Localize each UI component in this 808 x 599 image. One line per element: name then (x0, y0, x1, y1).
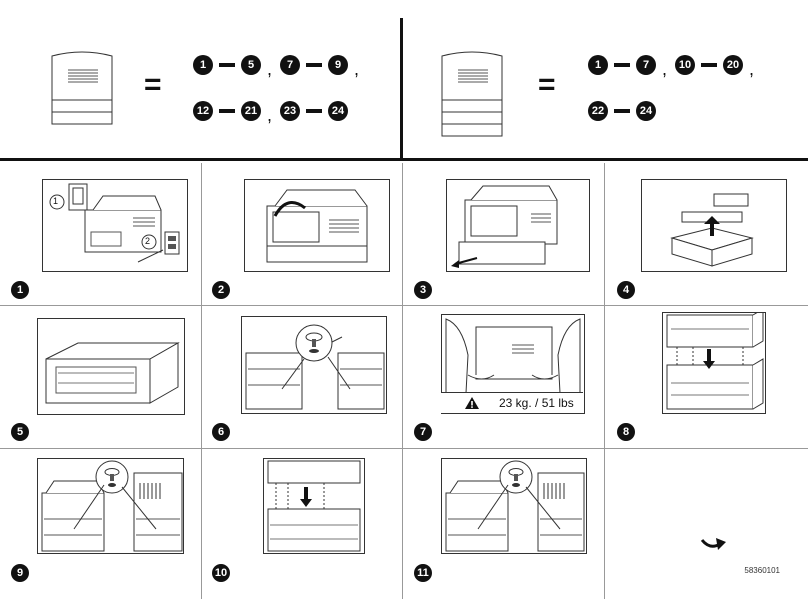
step-number: 21 (241, 101, 261, 121)
step-number-badge: 10 (212, 564, 230, 582)
step-number: 7 (280, 55, 301, 75)
equals-sign-left: = (144, 68, 162, 101)
separator: , (749, 59, 755, 79)
step-number: 24 (328, 101, 349, 121)
step-number-badge: 3 (414, 281, 432, 299)
header-divider (0, 158, 808, 161)
step-number-badge: 1 (11, 281, 29, 299)
step11-illustration (441, 458, 587, 554)
step-number-badge: 2 (212, 281, 230, 299)
step-number: 1 (193, 55, 213, 75)
step-number: 23 (280, 101, 301, 121)
separator: , (267, 105, 273, 125)
step-number-badge: 8 (617, 423, 635, 441)
document-code: 58360101 (744, 566, 780, 575)
range-dash (614, 109, 630, 113)
step-range-left-line1: 1 5 , 7 9 , (193, 55, 367, 79)
step2-illustration (244, 179, 390, 272)
step10-illustration (263, 458, 365, 554)
range-dash (306, 109, 323, 113)
range-dash (701, 63, 718, 67)
equals-sign-right: = (538, 68, 556, 101)
separator: , (267, 59, 273, 79)
separator: , (354, 59, 360, 79)
separator: , (662, 59, 668, 79)
step-number: 10 (675, 55, 696, 75)
grid-divider (604, 163, 605, 599)
range-dash (219, 109, 235, 113)
step-number-badge: 7 (414, 423, 432, 441)
step-number-badge: 9 (11, 564, 29, 582)
callout-1: 1 (53, 196, 59, 206)
grid-divider (0, 448, 808, 449)
step-number: 9 (328, 55, 349, 75)
step-number-badge: 5 (11, 423, 29, 441)
step-number: 22 (588, 101, 608, 121)
step-number-badge: 6 (212, 423, 230, 441)
step-number: 12 (193, 101, 213, 121)
step-number: 24 (636, 101, 656, 121)
step8-illustration (662, 312, 766, 414)
step6-illustration (241, 316, 387, 414)
step-number-badge: 11 (414, 564, 432, 582)
step-range-left-line2: 12 21 , 23 24 (193, 101, 349, 125)
range-dash (219, 63, 235, 67)
step9-illustration (37, 458, 184, 554)
step-range-right-line1: 1 7 , 10 20 , (588, 55, 762, 79)
header-center-divider (400, 18, 403, 160)
warning-triangle-icon (465, 397, 479, 409)
step3-illustration (446, 179, 590, 272)
grid-divider (0, 305, 808, 306)
step5-illustration (37, 318, 185, 415)
weight-text: 23 kg. / 51 lbs (499, 396, 574, 410)
callout-2: 2 (145, 236, 151, 246)
step4-illustration (641, 179, 787, 272)
grid-divider (402, 163, 403, 599)
step-number: 1 (588, 55, 608, 75)
step-range-right-line2: 22 24 (588, 101, 656, 121)
weight-warning: 23 kg. / 51 lbs (441, 392, 583, 413)
step-number: 5 (241, 55, 261, 75)
range-dash (306, 63, 323, 67)
grid-divider (201, 163, 202, 599)
printer-two-tray-illustration (441, 51, 503, 137)
range-dash (614, 63, 630, 67)
turn-page-arrow-icon (700, 538, 726, 550)
step1-illustration: 1 2 (42, 179, 188, 272)
step-number-badge: 4 (617, 281, 635, 299)
step-number: 7 (636, 55, 656, 75)
step-number: 20 (723, 55, 744, 75)
printer-one-tray-illustration (51, 51, 113, 125)
